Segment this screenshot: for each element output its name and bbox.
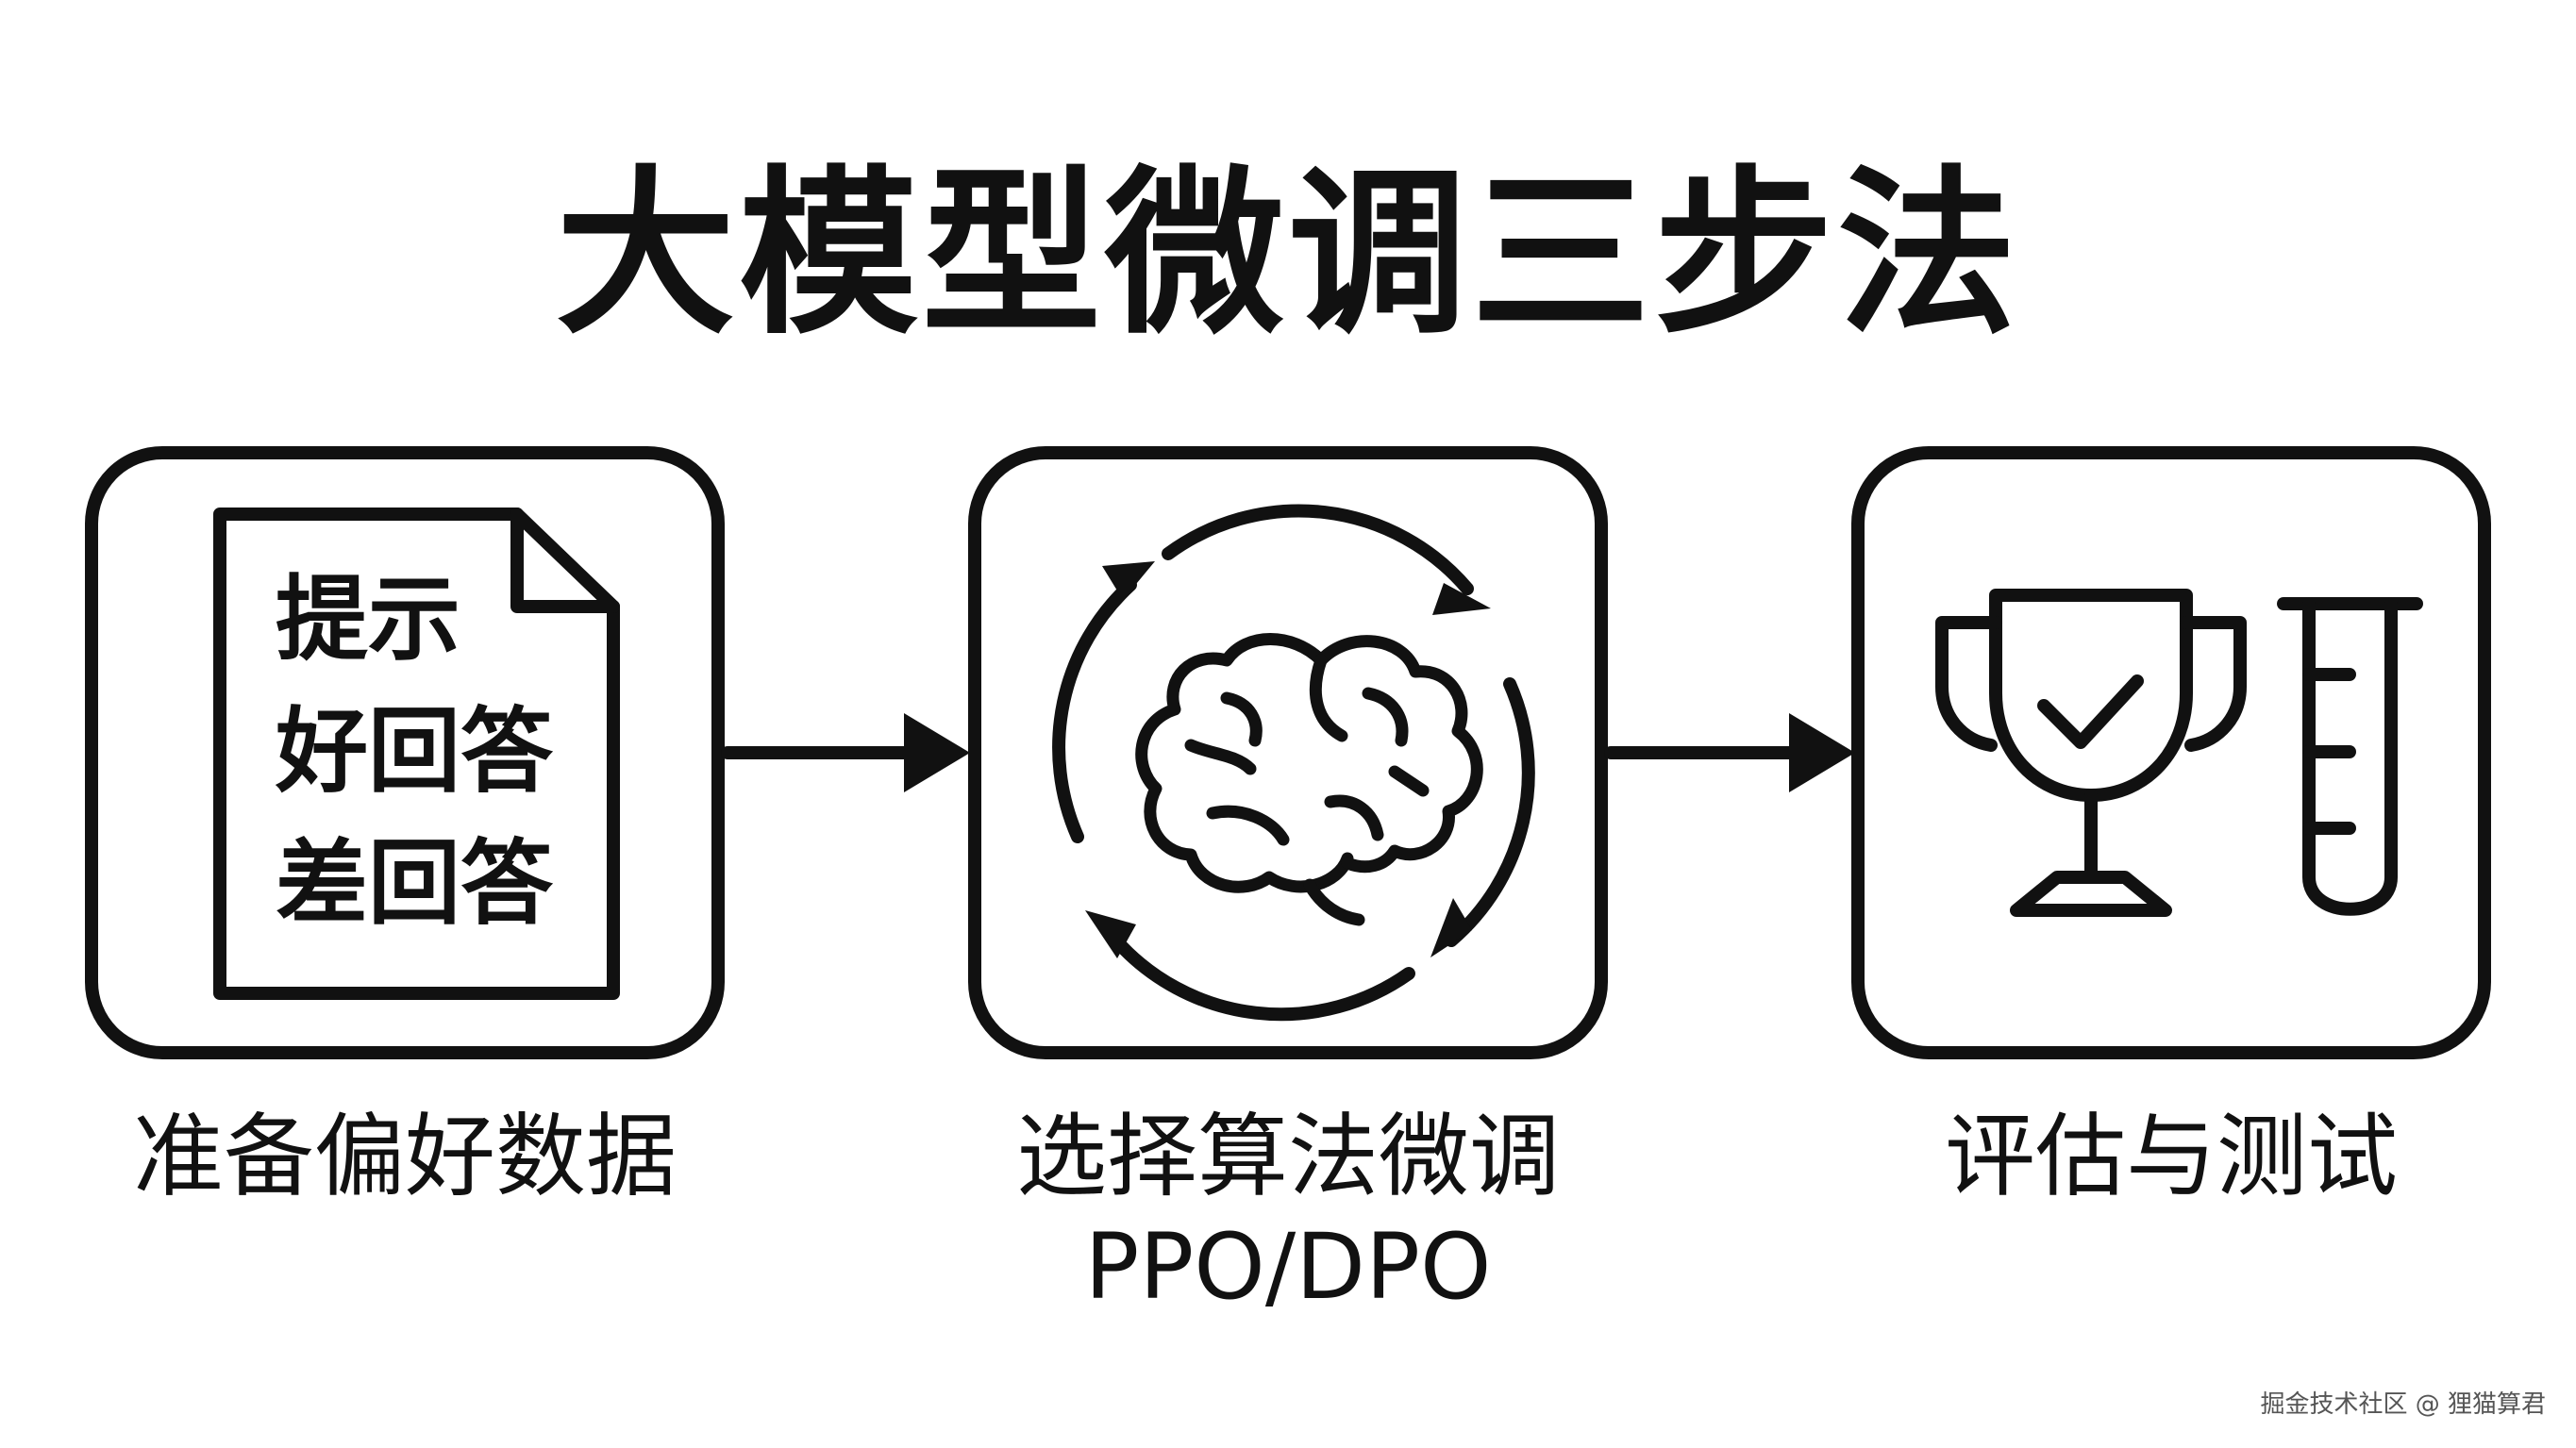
arrow-2-3-head bbox=[1789, 713, 1855, 792]
cycle-head-2 bbox=[1432, 583, 1491, 615]
step-2-box bbox=[968, 446, 1608, 1059]
step-1-box bbox=[85, 446, 725, 1059]
step-3-label: 评估与测试 bbox=[1945, 1104, 2398, 1209]
step-3-box bbox=[1851, 446, 2491, 1059]
document-line-prompt: 提示 bbox=[276, 566, 461, 674]
brain-icon bbox=[1135, 633, 1483, 926]
document-line-good-answer: 好回答 bbox=[276, 698, 554, 806]
watermark: 掘金技术社区 @ 狸猫算君 bbox=[2260, 1390, 2546, 1419]
trophy-icon bbox=[1935, 589, 2247, 917]
page-title: 大模型微调三步法 bbox=[555, 150, 2020, 358]
cycle-head-4 bbox=[1085, 910, 1136, 958]
arrow-1-2-head bbox=[904, 713, 970, 792]
step-2-label-group: 选择算法微调 PPO/DPO bbox=[958, 1102, 1618, 1323]
cycle-head-3 bbox=[1430, 898, 1472, 957]
step-2-sublabel: PPO/DPO bbox=[1084, 1214, 1492, 1321]
cycle-arrows-icon bbox=[1052, 504, 1535, 1022]
step-2-label: 选择算法微调 bbox=[1016, 1104, 1560, 1209]
document-line-bad-answer: 差回答 bbox=[276, 830, 554, 938]
step-1-label: 准备偏好数据 bbox=[133, 1104, 677, 1209]
cycle-head-1 bbox=[1102, 561, 1155, 600]
test-tube-icon bbox=[2277, 597, 2423, 916]
document-icon bbox=[213, 508, 620, 1000]
